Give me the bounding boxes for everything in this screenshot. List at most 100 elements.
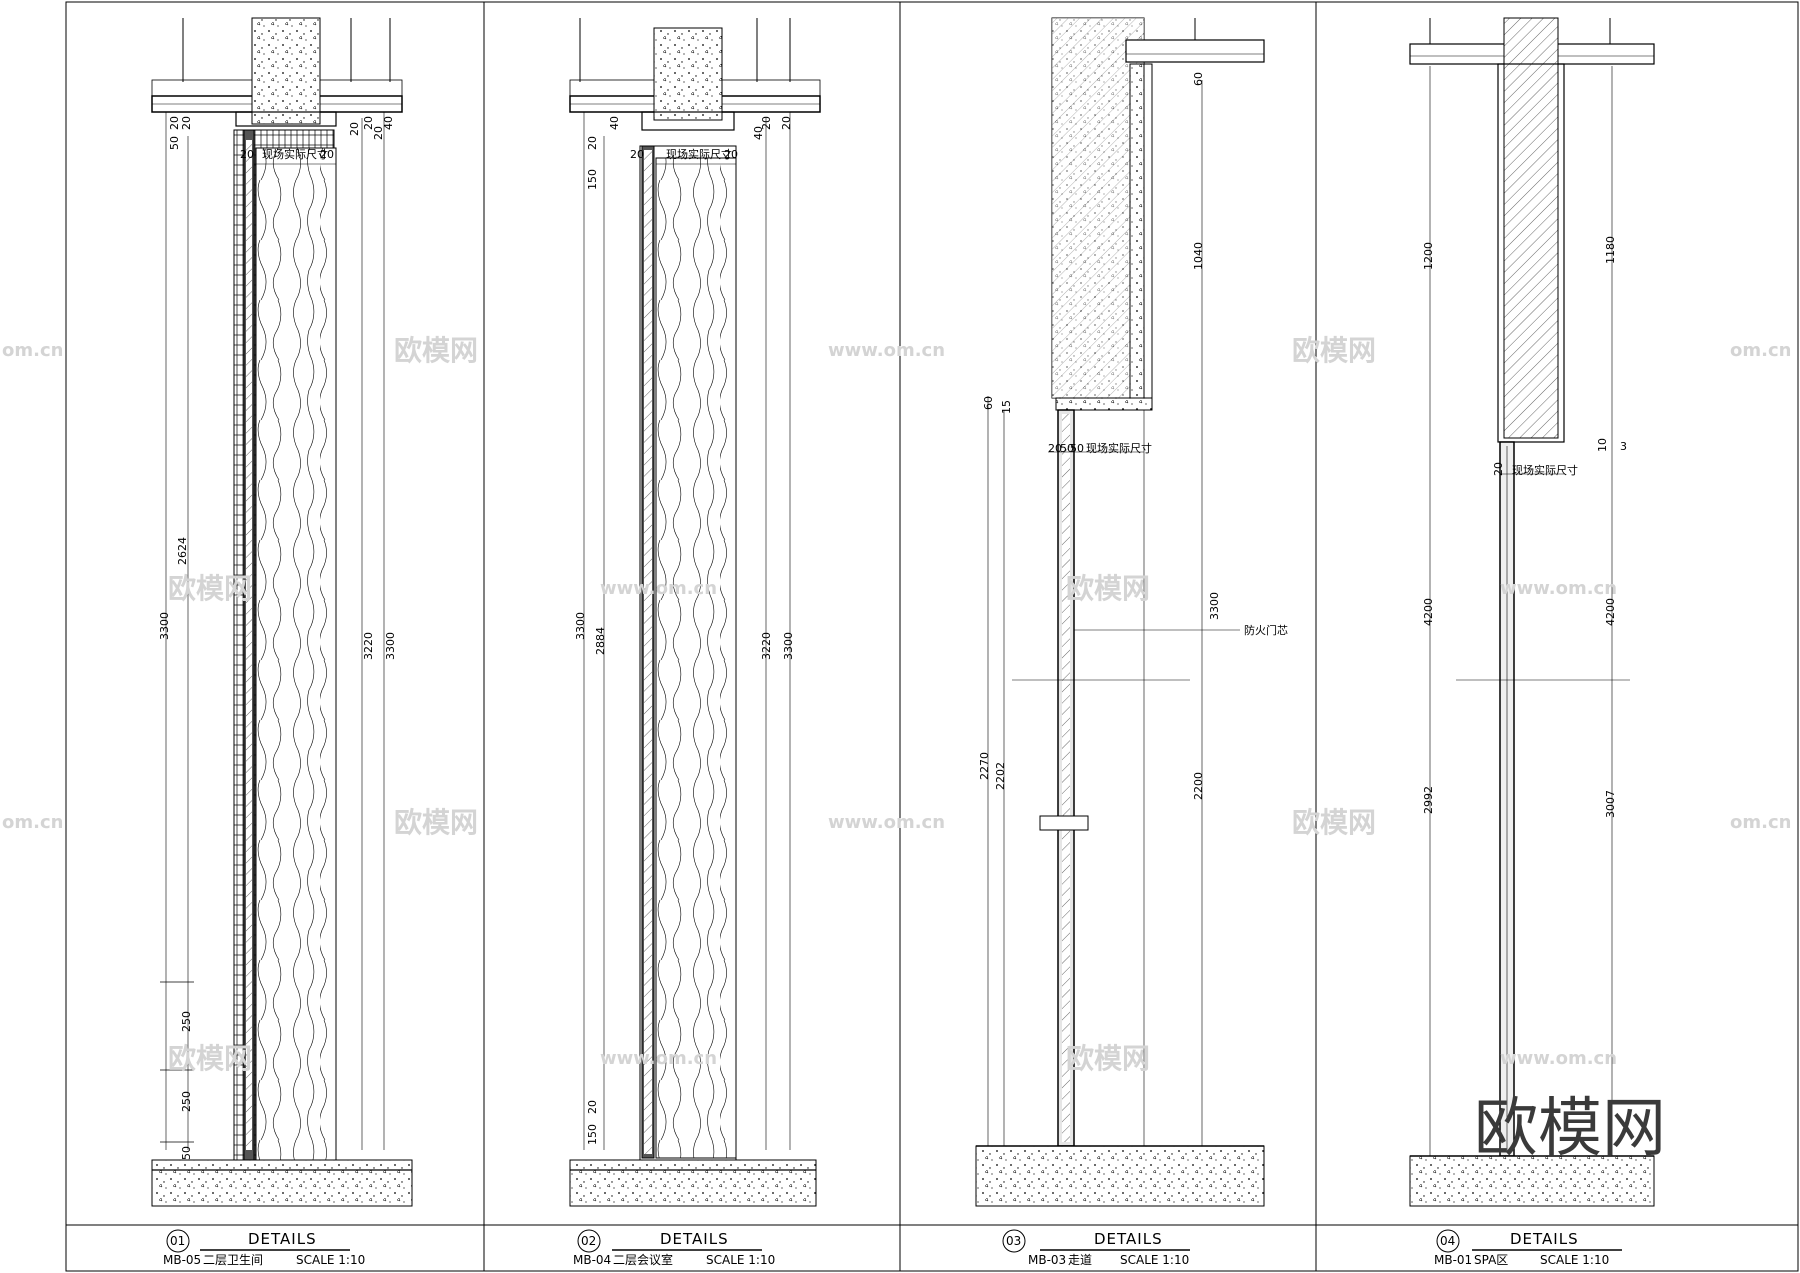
sheet-ref: MB-01 <box>1434 1253 1472 1267</box>
dim-left-outer: 3300 <box>158 612 171 640</box>
dim-left-bottom-1: 150 <box>586 1124 599 1145</box>
dim-right-outer: 3300 <box>782 632 795 660</box>
watermark-logo: 欧模网 <box>394 806 478 839</box>
detail-number-bubble <box>577 1229 601 1253</box>
dim-left-top: 20 <box>1492 462 1505 476</box>
wood-grain-panel <box>255 147 337 1161</box>
dim-top-2: 20 <box>320 148 334 161</box>
material-label: 防火门芯 <box>1244 623 1288 637</box>
watermark-url: www.om.cn <box>1500 1048 1617 1069</box>
detail-title: DETAILS <box>1510 1230 1579 1248</box>
dim-left-top-3: 40 <box>608 116 621 130</box>
watermark-url: www.om.cn <box>828 340 945 361</box>
dim-right-top-3: 20 <box>780 116 793 130</box>
dim-right-outer: 3300 <box>384 632 397 660</box>
dim-left-inner-main: 2624 <box>176 537 189 565</box>
watermark-url: om.cn <box>2 340 63 361</box>
watermark-logo: 欧模网 <box>168 1042 252 1075</box>
detail-number: 02 <box>581 1234 596 1248</box>
detail-number: 01 <box>170 1234 185 1248</box>
dim-right-lower: 3007 <box>1604 790 1617 818</box>
dim-left-upper: 1200 <box>1422 242 1435 270</box>
wall-cladding <box>1129 63 1145 405</box>
dim-right-top-4: 20 <box>372 126 385 140</box>
scale-label: SCALE 1:10 <box>706 1253 775 1267</box>
dim-left-bottom: 50 <box>180 1146 193 1160</box>
floor-slab <box>569 1159 817 1207</box>
dim-right-inner: 3220 <box>760 632 773 660</box>
watermark-url: www.om.cn <box>600 578 717 599</box>
field-note: 现场实际尺寸 <box>262 147 328 161</box>
watermark-logo: 欧模网 <box>1066 1042 1150 1075</box>
dim-left-inner-main: 2884 <box>594 627 607 655</box>
dim-left-top-2: 50 <box>168 136 181 150</box>
dim-top-1: 20 <box>240 148 254 161</box>
concrete-wall <box>1503 17 1559 439</box>
location-label: SPA区 <box>1474 1253 1508 1267</box>
dim-right-top-1: 20 <box>760 116 773 130</box>
scale-label: SCALE 1:10 <box>1540 1253 1609 1267</box>
dim-left-inner-a: 250 <box>180 1011 193 1032</box>
dim-right-outer: 4200 <box>1604 598 1617 626</box>
concrete-beam <box>251 17 321 125</box>
watermark-logo: 欧模网 <box>1292 334 1376 367</box>
detail-number-bubble <box>1002 1229 1026 1253</box>
door-handle <box>1039 815 1089 831</box>
dim-left-top-1: 150 <box>586 169 599 190</box>
dim-right-inner: 3220 <box>362 632 375 660</box>
sheet-ref: MB-05 <box>163 1253 201 1267</box>
dim-top-1: 20 <box>1048 442 1062 455</box>
dim-left-inner: 2202 <box>994 762 1007 790</box>
dim-right-outer: 3300 <box>1208 592 1221 620</box>
watermark-url: www.om.cn <box>828 812 945 833</box>
scale-label: SCALE 1:10 <box>296 1253 365 1267</box>
dim-right-lower: 2200 <box>1192 772 1205 800</box>
dim-left-outer: 4200 <box>1422 598 1435 626</box>
dim-left-bottom-2: 20 <box>586 1100 599 1114</box>
concrete-beam <box>653 27 723 121</box>
sheet-border <box>65 1 1799 1272</box>
watermark-url: om.cn <box>2 812 63 833</box>
dim-left-outer: 2270 <box>978 752 991 780</box>
watermark-logo: 欧模网 <box>394 334 478 367</box>
watermark-logo: 欧模网 <box>1066 572 1150 605</box>
dim-left-top-1: 60 <box>982 396 995 410</box>
dim-left-top-1: 20 <box>168 116 181 130</box>
dim-left-top-2: 15 <box>1000 400 1013 414</box>
watermark-logo: 欧模网 <box>168 572 252 605</box>
location-label: 二层卫生间 <box>203 1253 263 1267</box>
floor-slab <box>1409 1155 1655 1207</box>
dim-top-2: 50 <box>1060 442 1074 455</box>
sheet-ref: MB-04 <box>573 1253 611 1267</box>
wood-grain-panel <box>655 157 737 1159</box>
sheet-ref: MB-03 <box>1028 1253 1066 1267</box>
dim-right-upper: 1040 <box>1192 242 1205 270</box>
dim-right-top: 60 <box>1192 72 1205 86</box>
watermark-url: www.om.cn <box>1500 578 1617 599</box>
scale-label: SCALE 1:10 <box>1120 1253 1189 1267</box>
watermark-url: www.om.cn <box>600 1048 717 1069</box>
watermark-large-logo: 欧模网 <box>1474 1092 1666 1166</box>
dim-top-3: 50 <box>1070 442 1084 455</box>
watermark-url: om.cn <box>1730 340 1791 361</box>
dim-left-outer: 3300 <box>574 612 587 640</box>
dim-right-top-2: 3 <box>1620 440 1627 453</box>
detail-title: DETAILS <box>1094 1230 1163 1248</box>
field-note: 现场实际尺寸 <box>1512 463 1578 477</box>
dim-right-top-1: 20 <box>362 116 375 130</box>
dim-top-2: 20 <box>724 148 738 161</box>
field-note: 现场实际尺寸 <box>666 147 732 161</box>
floor-slab <box>975 1145 1265 1207</box>
location-label: 二层会议室 <box>613 1252 673 1267</box>
dim-left-top-3: 20 <box>180 116 193 130</box>
dim-right-top-2: 40 <box>382 116 395 130</box>
dim-left-inner-b: 250 <box>180 1091 193 1112</box>
dim-top-1: 20 <box>630 148 644 161</box>
detail-title: DETAILS <box>660 1230 729 1248</box>
watermarks: om.cn 欧模网 www.om.cn 欧模网 om.cn 欧模网 www.om… <box>2 334 1791 1166</box>
detail-panel-04: 1200 4200 2992 20 1180 4200 3007 10 3 现场… <box>1409 17 1655 1267</box>
dim-right-top-1: 10 <box>1596 438 1609 452</box>
dim-left-lower: 2992 <box>1422 786 1435 814</box>
dim-left-top-2: 20 <box>586 136 599 150</box>
